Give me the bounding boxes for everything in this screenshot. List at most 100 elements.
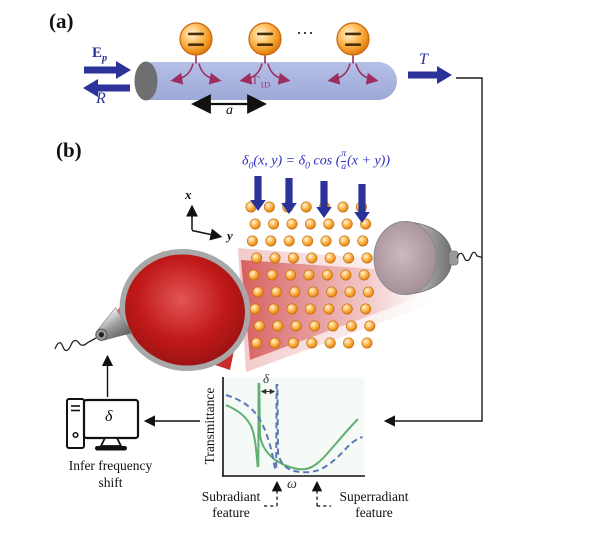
lattice-atom — [249, 303, 261, 315]
lattice-atom — [253, 320, 265, 332]
lattice-atom — [266, 269, 278, 281]
atom-level-upper — [345, 32, 361, 36]
panel-b — [54, 176, 483, 507]
atom — [170, 22, 222, 85]
waveguide-end-cap — [134, 61, 158, 101]
lattice-atom — [343, 252, 355, 264]
probe-arrow — [84, 61, 131, 79]
panel-a — [83, 22, 452, 114]
lattice-atom — [320, 235, 332, 247]
panel-a-label: (a) — [49, 9, 74, 33]
lattice-atom — [265, 235, 277, 247]
lattice-atom — [344, 286, 356, 298]
lattice-atom — [289, 286, 301, 298]
lattice-atom — [269, 337, 281, 349]
detector — [373, 221, 459, 295]
waveguide-atoms — [170, 22, 379, 85]
lattice-atom — [323, 303, 335, 315]
panel-b-label: (b) — [56, 138, 82, 162]
inset-plot — [222, 377, 365, 507]
lattice-atom — [343, 337, 355, 349]
lattice-atom — [364, 320, 376, 332]
lattice-atom — [324, 252, 336, 264]
atom-level-upper — [257, 32, 273, 36]
lattice-spacing-label: a — [226, 103, 233, 118]
subradiant-annotation: Subradiant feature — [201, 489, 261, 520]
lattice-atom — [285, 269, 297, 281]
atom-level-lower — [345, 43, 361, 46]
superradiant-annotation: Superradiant feature — [339, 489, 409, 520]
lattice-atom — [341, 218, 353, 230]
detuning-arrow — [281, 178, 297, 214]
y-axis-arrow — [191, 228, 223, 241]
lattice-atom — [246, 235, 258, 247]
transmission-arrow — [408, 66, 452, 84]
decay-arrow-left — [239, 63, 263, 85]
computer-caption: Infer frequency shift — [68, 458, 153, 490]
lattice-atom — [286, 218, 298, 230]
reflection-label: R — [96, 90, 106, 107]
lattice-atom — [304, 303, 316, 315]
y-axis-label: y — [227, 228, 233, 243]
atom — [239, 22, 291, 85]
lattice-atom — [251, 337, 263, 349]
lattice-atom — [324, 337, 336, 349]
lattice-atom — [286, 303, 298, 315]
lattice-atom — [268, 303, 280, 315]
lattice-atom — [269, 252, 281, 264]
lattice-atom — [357, 235, 369, 247]
lattice-atom — [300, 201, 312, 213]
plot-ylabel: Transmittance — [202, 387, 217, 465]
lattice-atom — [304, 218, 316, 230]
lattice-atom — [361, 252, 373, 264]
lattice-atom — [327, 320, 339, 332]
plot-shift-label: δ — [263, 371, 270, 386]
lattice-atom — [302, 235, 314, 247]
lattice-atom — [340, 269, 352, 281]
lens — [119, 248, 251, 372]
decay-arrow-left — [170, 63, 194, 85]
lattice-atom — [307, 286, 319, 298]
lattice-atom — [287, 337, 299, 349]
detuning-arrow — [316, 181, 332, 218]
lattice-atom — [360, 303, 372, 315]
curve-unperturbed — [225, 383, 359, 471]
lattice-atom — [337, 201, 349, 213]
lattice-atom — [270, 286, 282, 298]
lattice-atom — [362, 286, 374, 298]
transmission-label: T — [419, 51, 428, 68]
atom-level-lower — [188, 43, 204, 46]
lattice-atom — [272, 320, 284, 332]
decay-rate-label: Γ1D — [253, 73, 271, 90]
lattice-atom — [338, 235, 350, 247]
computer-screen-label: δ — [105, 408, 113, 425]
decay-arrow-right — [198, 63, 222, 85]
lattice-atom — [287, 252, 299, 264]
lattice-atom — [326, 286, 338, 298]
detuning-arrow — [354, 184, 370, 223]
lattice-atom — [248, 269, 260, 281]
lattice-atom — [309, 320, 321, 332]
fiber-collimator — [95, 307, 133, 341]
lattice-atom — [263, 201, 275, 213]
detector-fiber-wavy — [456, 251, 483, 262]
lattice-atom — [345, 320, 357, 332]
probe-field-label: Ep — [92, 45, 108, 64]
lattice-atom — [306, 337, 318, 349]
collimator-fiber-wavy — [54, 337, 97, 352]
lattice-atom — [321, 269, 333, 281]
waveguide — [146, 62, 397, 100]
lattice-atom — [323, 218, 335, 230]
lattice-atom — [268, 218, 280, 230]
atom — [327, 22, 379, 85]
decay-arrow-right — [355, 63, 379, 85]
curve-shifted — [225, 384, 363, 474]
lattice-atom — [283, 235, 295, 247]
lattice-atom — [251, 252, 263, 264]
ellipsis-label: ⋯ — [296, 23, 314, 43]
lattice-atom — [249, 218, 261, 230]
lattice-atom — [290, 320, 302, 332]
